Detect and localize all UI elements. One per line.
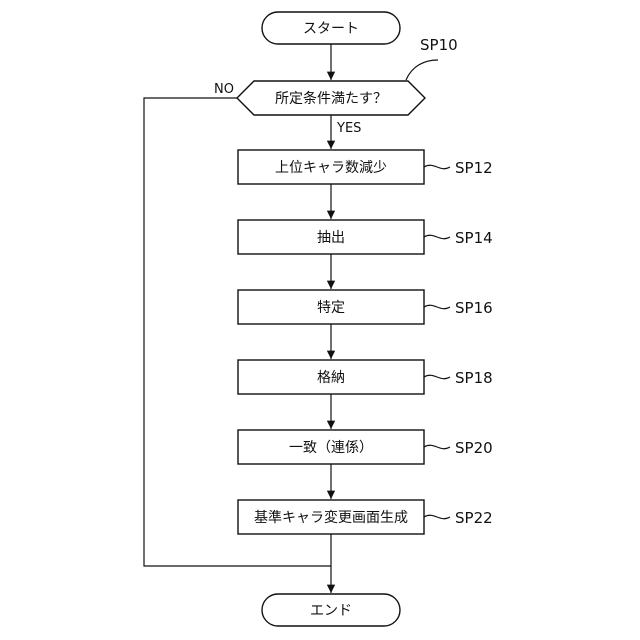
leader-sp20 (424, 445, 450, 448)
end-label: エンド (310, 603, 352, 619)
process-box-sp20: 一致（連係） (238, 430, 424, 464)
step-label-sp12: SP12 (455, 159, 493, 177)
process-box-sp12: 上位キャラ数減少 (238, 150, 424, 184)
step-label-sp16: SP16 (455, 299, 493, 317)
process-box-sp14: 抽出 (238, 220, 424, 254)
process-box-sp16: 特定 (238, 290, 424, 324)
process-box-sp22: 基準キャラ変更画面生成 (238, 500, 424, 534)
yes-label: YES (336, 121, 361, 136)
process-box-sp18: 格納 (238, 360, 424, 394)
decision-node: 所定条件満たす？ (237, 81, 425, 115)
step-label-sp20: SP20 (455, 439, 493, 457)
leader-sp16 (424, 305, 450, 308)
step-label-sp14: SP14 (455, 229, 493, 247)
leader-sp18 (424, 375, 450, 378)
leader-sp14 (424, 235, 450, 238)
start-terminal: スタート (262, 12, 400, 44)
process-label-sp12: 上位キャラ数減少 (275, 159, 387, 176)
decision-label: 所定条件満たす？ (275, 90, 387, 107)
step-label-sp18: SP18 (455, 369, 493, 387)
leader-sp22 (424, 515, 450, 518)
process-label-sp14: 抽出 (317, 230, 345, 246)
leader-sp12 (424, 165, 450, 168)
process-label-sp20: 一致（連係） (289, 440, 373, 456)
process-label-sp18: 格納 (317, 370, 345, 386)
step-label-sp22: SP22 (455, 509, 493, 527)
end-terminal: エンド (262, 594, 400, 626)
step-label-sp10: SP10 (420, 36, 458, 54)
start-label: スタート (303, 21, 359, 37)
process-label-sp16: 特定 (317, 300, 345, 316)
process-label-sp22: 基準キャラ変更画面生成 (254, 509, 408, 526)
leader-sp10 (406, 60, 438, 80)
no-label: NO (214, 82, 234, 97)
